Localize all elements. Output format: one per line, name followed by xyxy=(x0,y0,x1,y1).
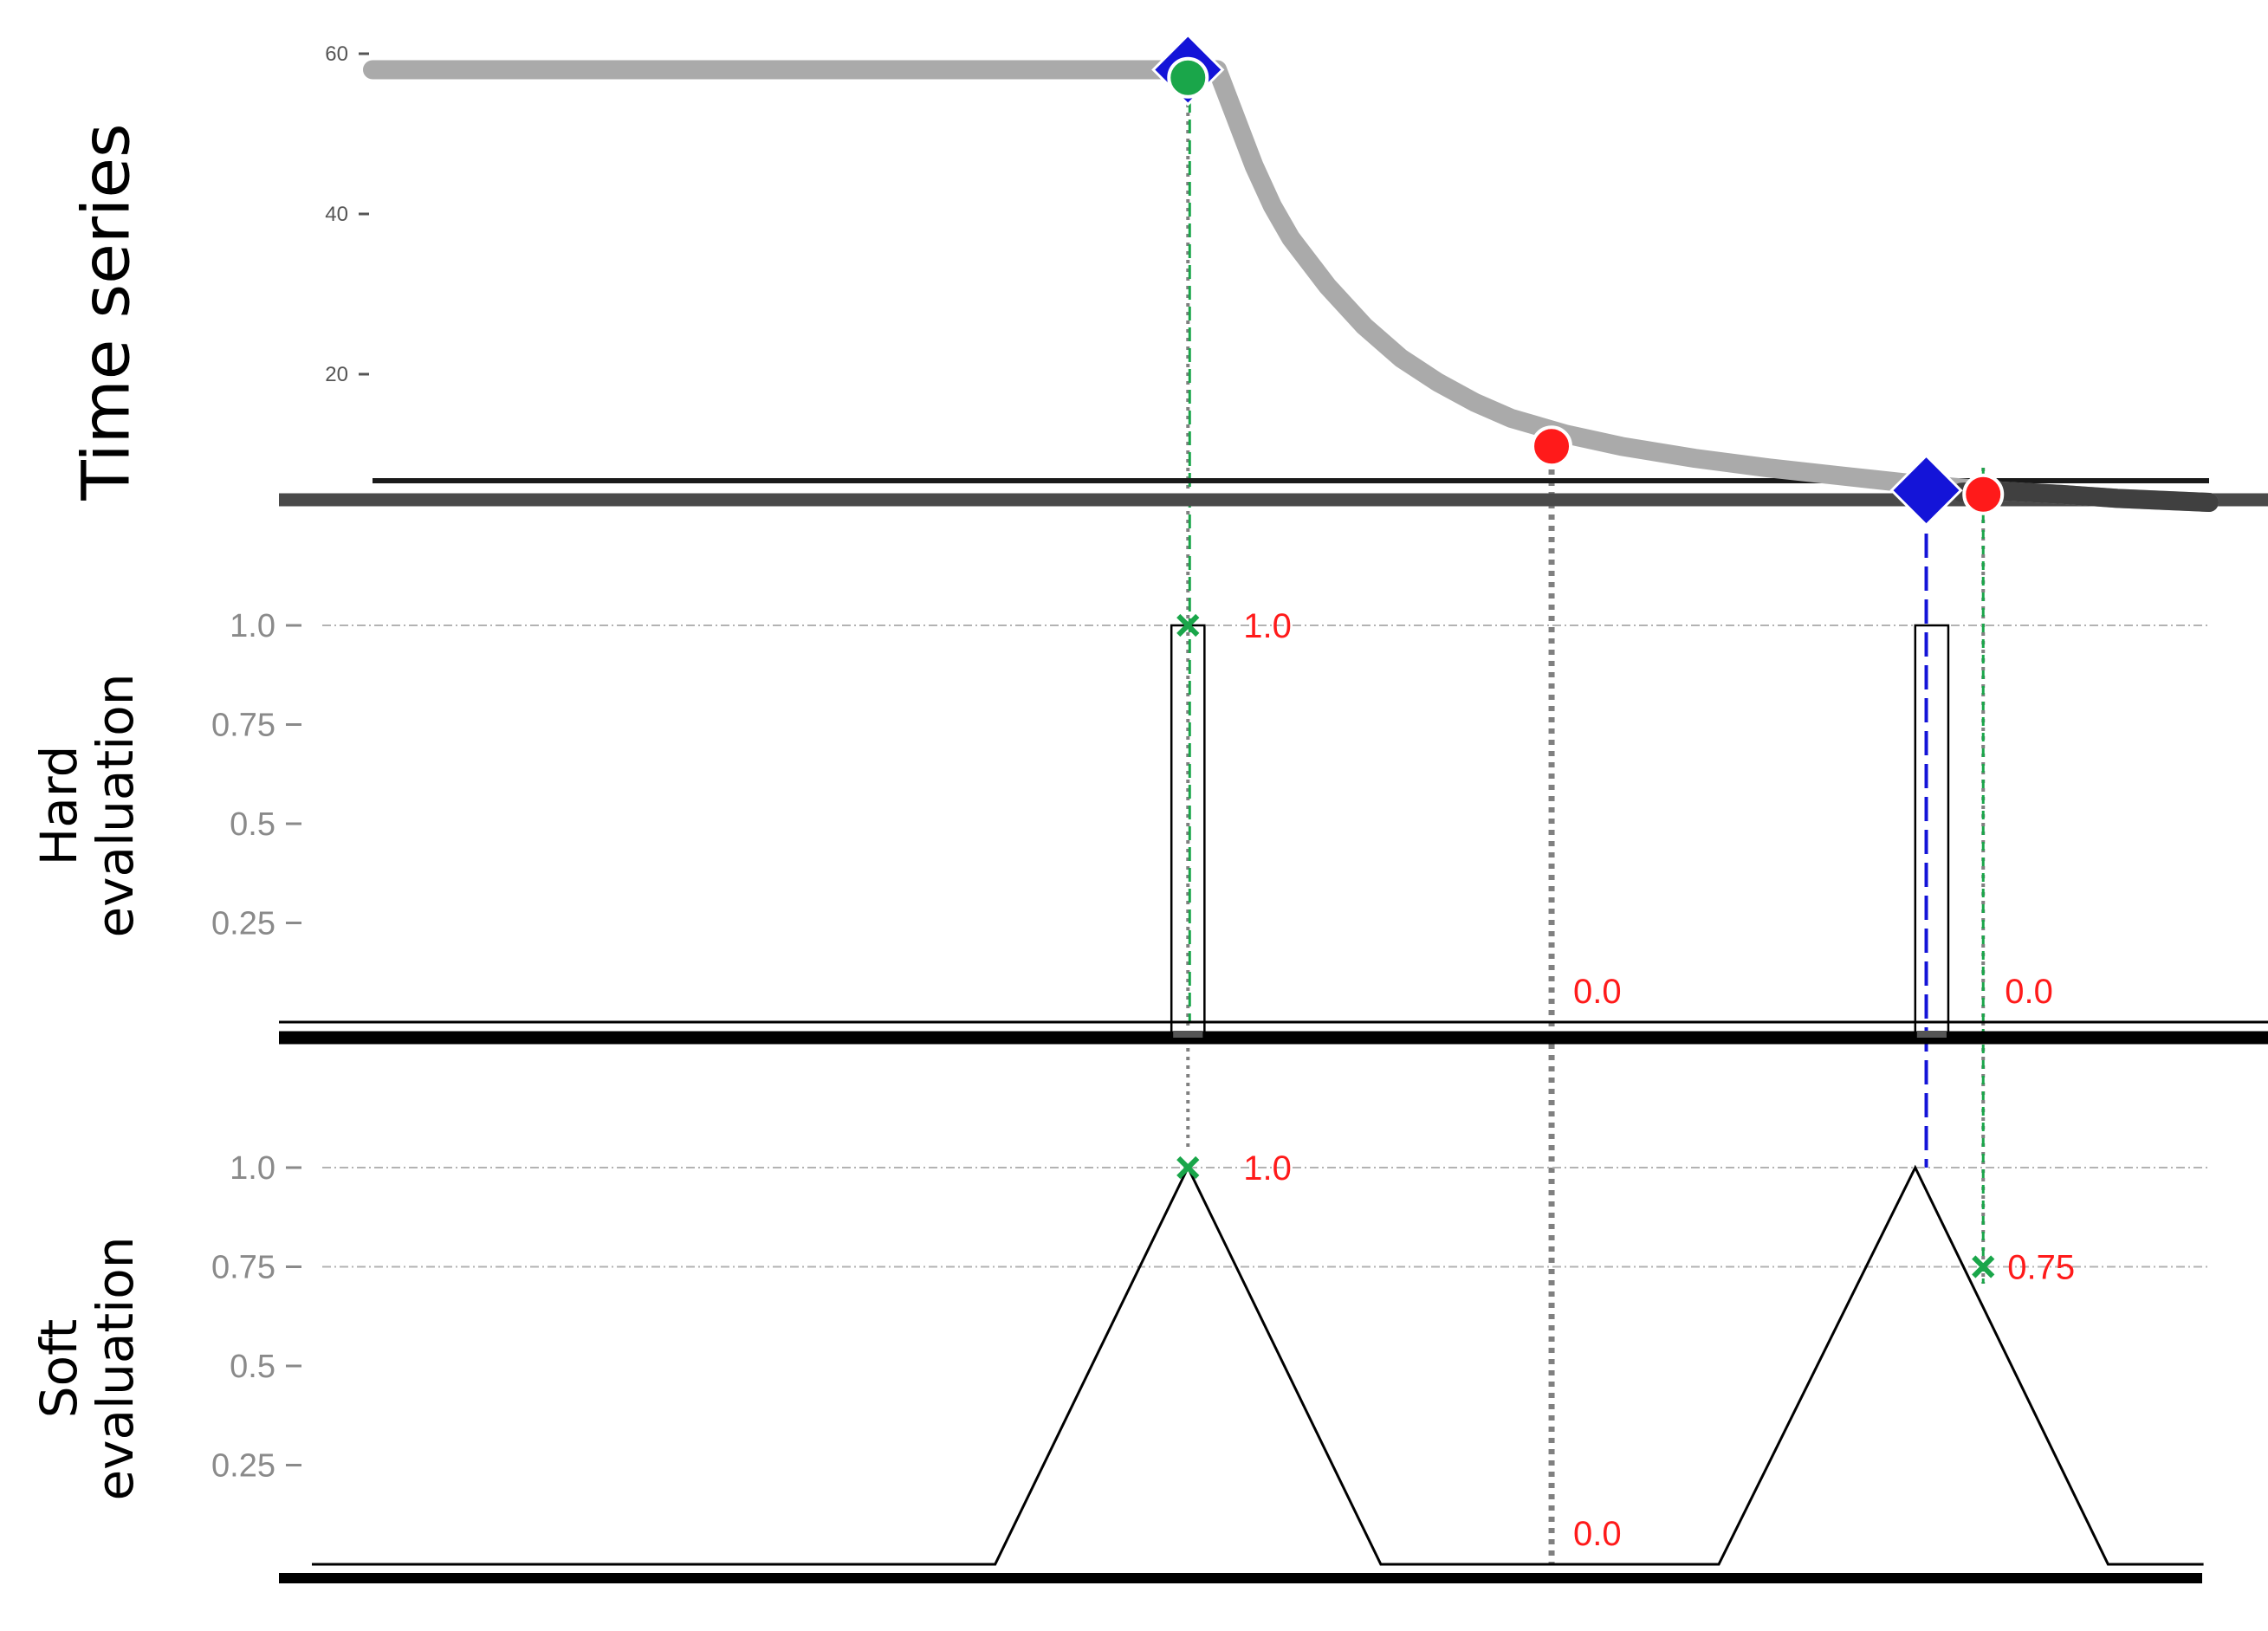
ts-y-tick-label: 60 xyxy=(325,42,348,66)
change-point-diamond xyxy=(1889,454,1963,527)
ts-y-tick-label: 20 xyxy=(325,363,348,386)
soft-y-tick-label: 1.0 xyxy=(230,1150,275,1187)
detection-circle xyxy=(1962,473,2005,515)
time-series-line xyxy=(363,60,2219,512)
hard-bar-base xyxy=(1173,1031,1203,1038)
soft-score-cross xyxy=(1972,1255,1995,1278)
hard-evaluation-label: Hardevaluation xyxy=(29,673,145,937)
hard-y-tick-label: 0.25 xyxy=(211,906,275,942)
hard-bar-base xyxy=(1916,1031,1947,1038)
detection-circle xyxy=(1167,56,1209,99)
soft-score-label: 0.0 xyxy=(1573,1515,1622,1553)
soft-score-label: 0.75 xyxy=(2007,1249,2075,1287)
hard-bar xyxy=(1914,624,1950,1039)
time-series-label-line: Time series xyxy=(68,123,145,501)
hard-score-label: 0.0 xyxy=(1573,973,1622,1011)
soft-evaluation-label-line: evaluation xyxy=(86,1236,145,1500)
hard-score-label: 0.0 xyxy=(2005,973,2053,1011)
hard-score-cross xyxy=(1176,613,1200,638)
soft-evaluation-panel: 0.25 0.5 0.75 1.0 1.0 0.0 0.75 xyxy=(211,1149,2209,1583)
hard-evaluation-label-line: evaluation xyxy=(86,673,145,937)
soft-score-cross xyxy=(1176,1155,1200,1180)
ts-y-tick-label: 40 xyxy=(325,203,348,226)
soft-score-curve xyxy=(312,1164,2204,1566)
soft-evaluation-label: Softevaluation xyxy=(29,1236,145,1500)
hard-evaluation-label-line: Hard xyxy=(29,746,88,866)
soft-y-tick-label: 0.75 xyxy=(211,1250,275,1286)
soft-score-label: 1.0 xyxy=(1243,1149,1292,1188)
soft-evaluation-label-line: Soft xyxy=(29,1319,88,1418)
soft-y-tick-label: 0.25 xyxy=(211,1448,275,1485)
time-series-panel: 20 40 60 xyxy=(279,33,2268,527)
hard-evaluation-panel: 0.25 0.5 0.75 1.0 1.0 0.0 0.0 xyxy=(211,607,2268,1045)
time-series-label: Time series xyxy=(68,123,145,501)
hard-y-tick-label: 0.5 xyxy=(230,806,275,843)
hard-y-tick-label: 1.0 xyxy=(230,608,275,644)
soft-y-tick-label: 0.5 xyxy=(230,1349,275,1385)
hard-y-tick-label: 0.75 xyxy=(211,708,275,744)
connector-lines xyxy=(1186,78,1986,1564)
detection-circle xyxy=(1531,425,1573,468)
hard-score-label: 1.0 xyxy=(1243,607,1292,645)
